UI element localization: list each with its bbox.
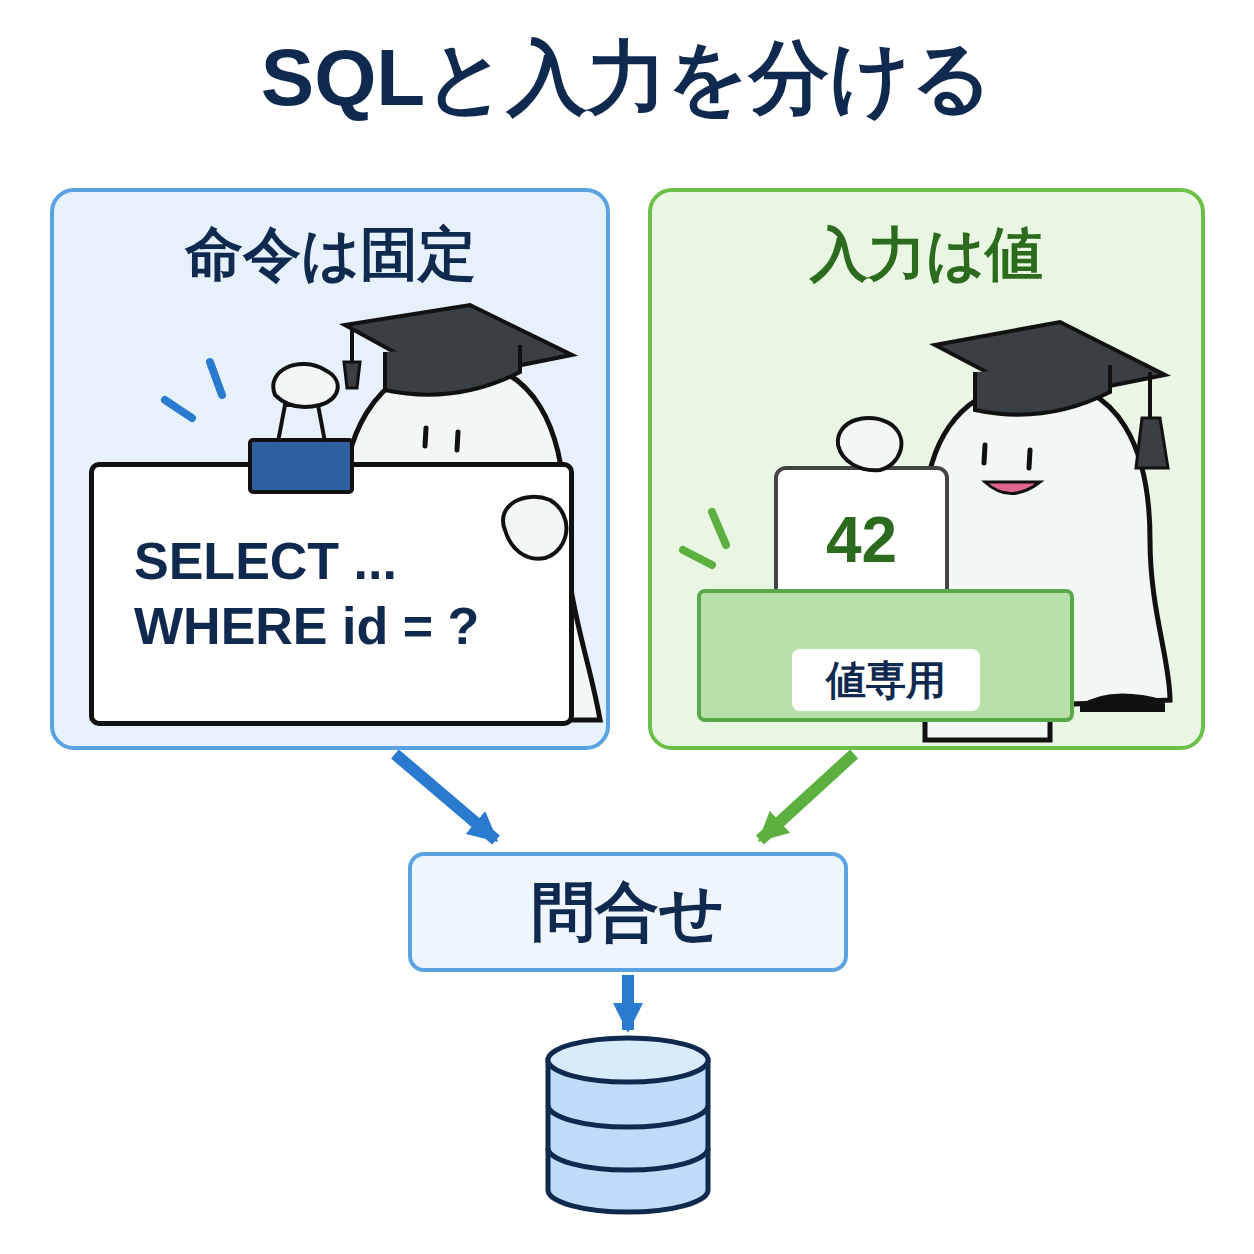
node-label: 42 [826, 500, 897, 580]
flow-arrow [760, 754, 854, 840]
node-label: SELECT ... WHERE id = ? [134, 529, 554, 659]
sql-card: SELECT ... WHERE id = ? [89, 462, 574, 726]
database-symbol [548, 1038, 708, 1212]
instruction-panel: 命令は固定 SELECT ... WHERE id = ? [50, 188, 610, 750]
node-label: 問合せ [531, 872, 725, 952]
flow-arrow [395, 754, 496, 840]
input-panel: 入力は値 42 値専用 [648, 188, 1205, 750]
node-label: 値専用 [792, 649, 980, 711]
node-label: 命令は固定 [185, 218, 476, 291]
flow-arrow [622, 975, 634, 1030]
query-box: 問合せ [408, 852, 848, 972]
value-tray: 値専用 [697, 589, 1074, 722]
diagram-title: SQLと入力を分ける [0, 30, 1254, 126]
node-label: 入力は値 [810, 218, 1043, 291]
